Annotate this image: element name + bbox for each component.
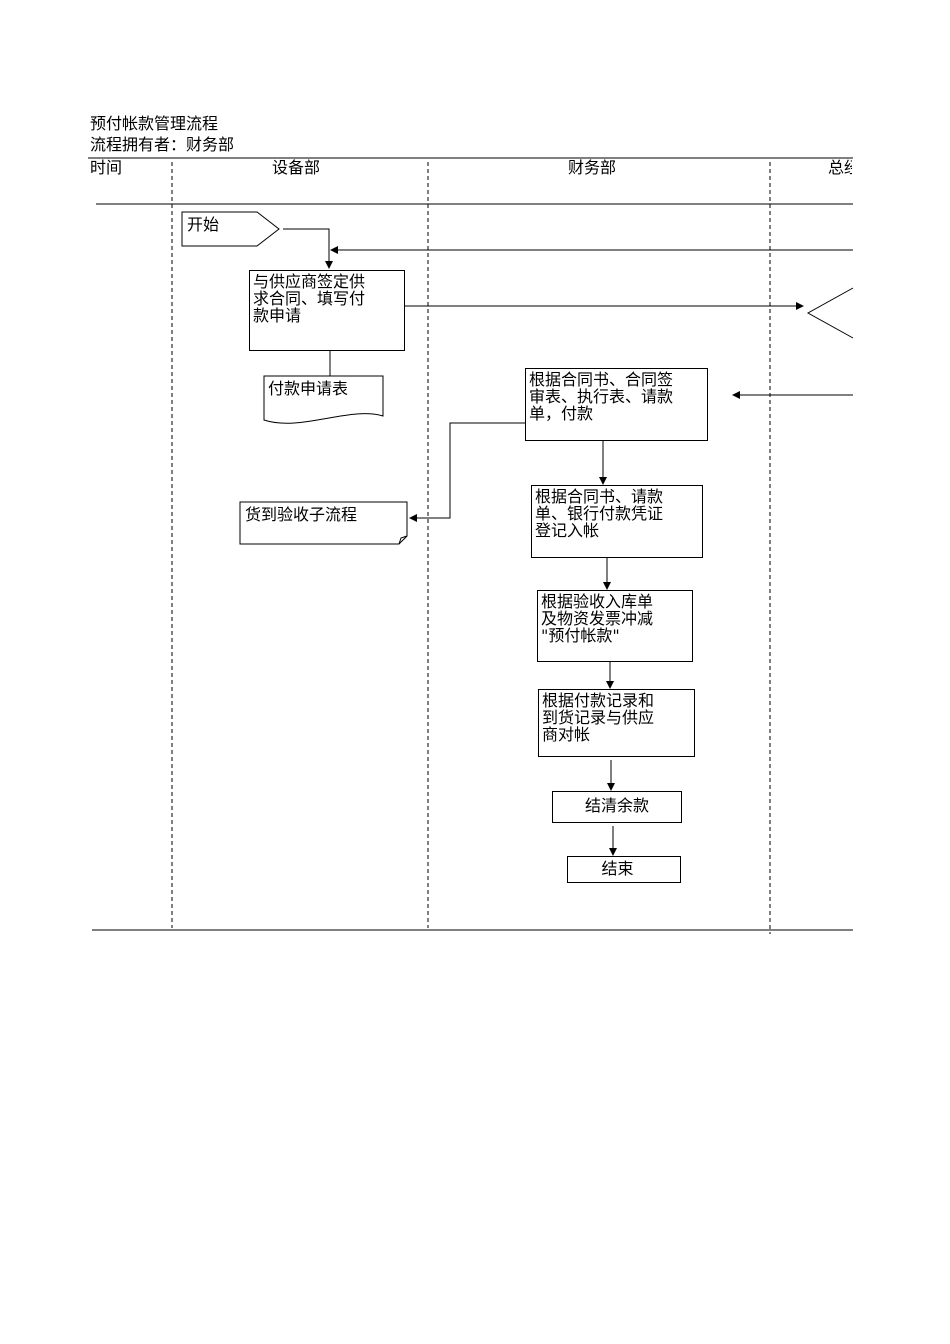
end-node: 结束 xyxy=(567,856,681,883)
gm-decision-shape xyxy=(806,287,854,339)
payment-form-node: 付款申请表 xyxy=(268,379,349,398)
offset-prepaid-node: 根据验收入库单 及物资发票冲减 "预付帐款" xyxy=(537,590,693,662)
settle-balance-node: 结清余款 xyxy=(552,791,682,823)
start-node: 开始 xyxy=(187,215,220,234)
payment-form-shape xyxy=(263,375,384,424)
pay-by-contract-node: 根据合同书、合同签 审表、执行表、请款 单，付款 xyxy=(525,368,708,441)
lane-header-gm: 总经 xyxy=(828,158,852,177)
goods-subflow-node: 货到验收子流程 xyxy=(245,505,358,524)
record-account-node: 根据合同书、请款 单、银行付款凭证 登记入帐 xyxy=(531,485,703,558)
process-owner: 流程拥有者：财务部 xyxy=(90,135,235,154)
start-shape xyxy=(181,211,280,247)
finance-to-subflow-connector xyxy=(409,422,525,522)
lane-header-equipment: 设备部 xyxy=(272,158,321,177)
sign-contract-node: 与供应商签定供 求合同、填写付 款申请 xyxy=(249,270,405,351)
lane-header-time: 时间 xyxy=(90,158,123,177)
lane-header-finance: 财务部 xyxy=(568,158,617,177)
page-title: 预付帐款管理流程 xyxy=(90,114,219,133)
start-connector xyxy=(283,228,333,269)
goods-subflow-shape xyxy=(239,501,408,545)
reconcile-node: 根据付款记录和 到货记录与供应 商对帐 xyxy=(538,689,695,757)
goods-subflow-fold xyxy=(398,535,408,545)
